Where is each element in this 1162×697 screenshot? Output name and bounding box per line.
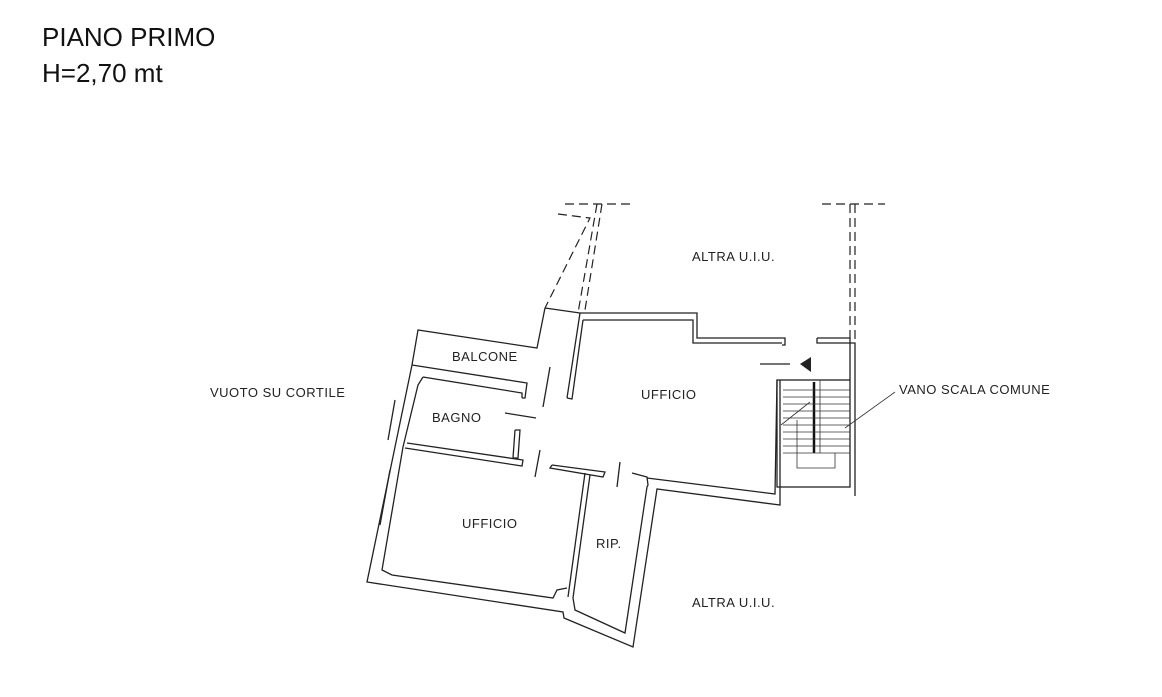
label-balcone: BALCONE	[452, 349, 518, 364]
floor-height: H=2,70 mt	[42, 58, 163, 88]
label-bagno: BAGNO	[432, 410, 481, 425]
label-rip: RIP.	[596, 536, 622, 551]
leader-line	[844, 391, 896, 429]
label-altra-uiu-bottom: ALTRA U.I.U.	[692, 595, 775, 610]
common-staircase	[776, 379, 851, 488]
neighbour-boundaries	[544, 203, 885, 343]
entrance-arrow-icon	[800, 357, 811, 372]
label-ufficio-main: UFFICIO	[641, 387, 697, 402]
label-ufficio-left: UFFICIO	[462, 516, 518, 531]
label-altra-uiu-top: ALTRA U.I.U.	[692, 249, 775, 264]
plan-title: PIANO PRIMO	[42, 22, 216, 52]
label-vano-scala: VANO SCALA COMUNE	[899, 382, 1050, 397]
door-openings	[504, 363, 790, 488]
label-vuoto-su-cortile: VUOTO SU CORTILE	[210, 385, 345, 400]
walls	[366, 307, 856, 648]
